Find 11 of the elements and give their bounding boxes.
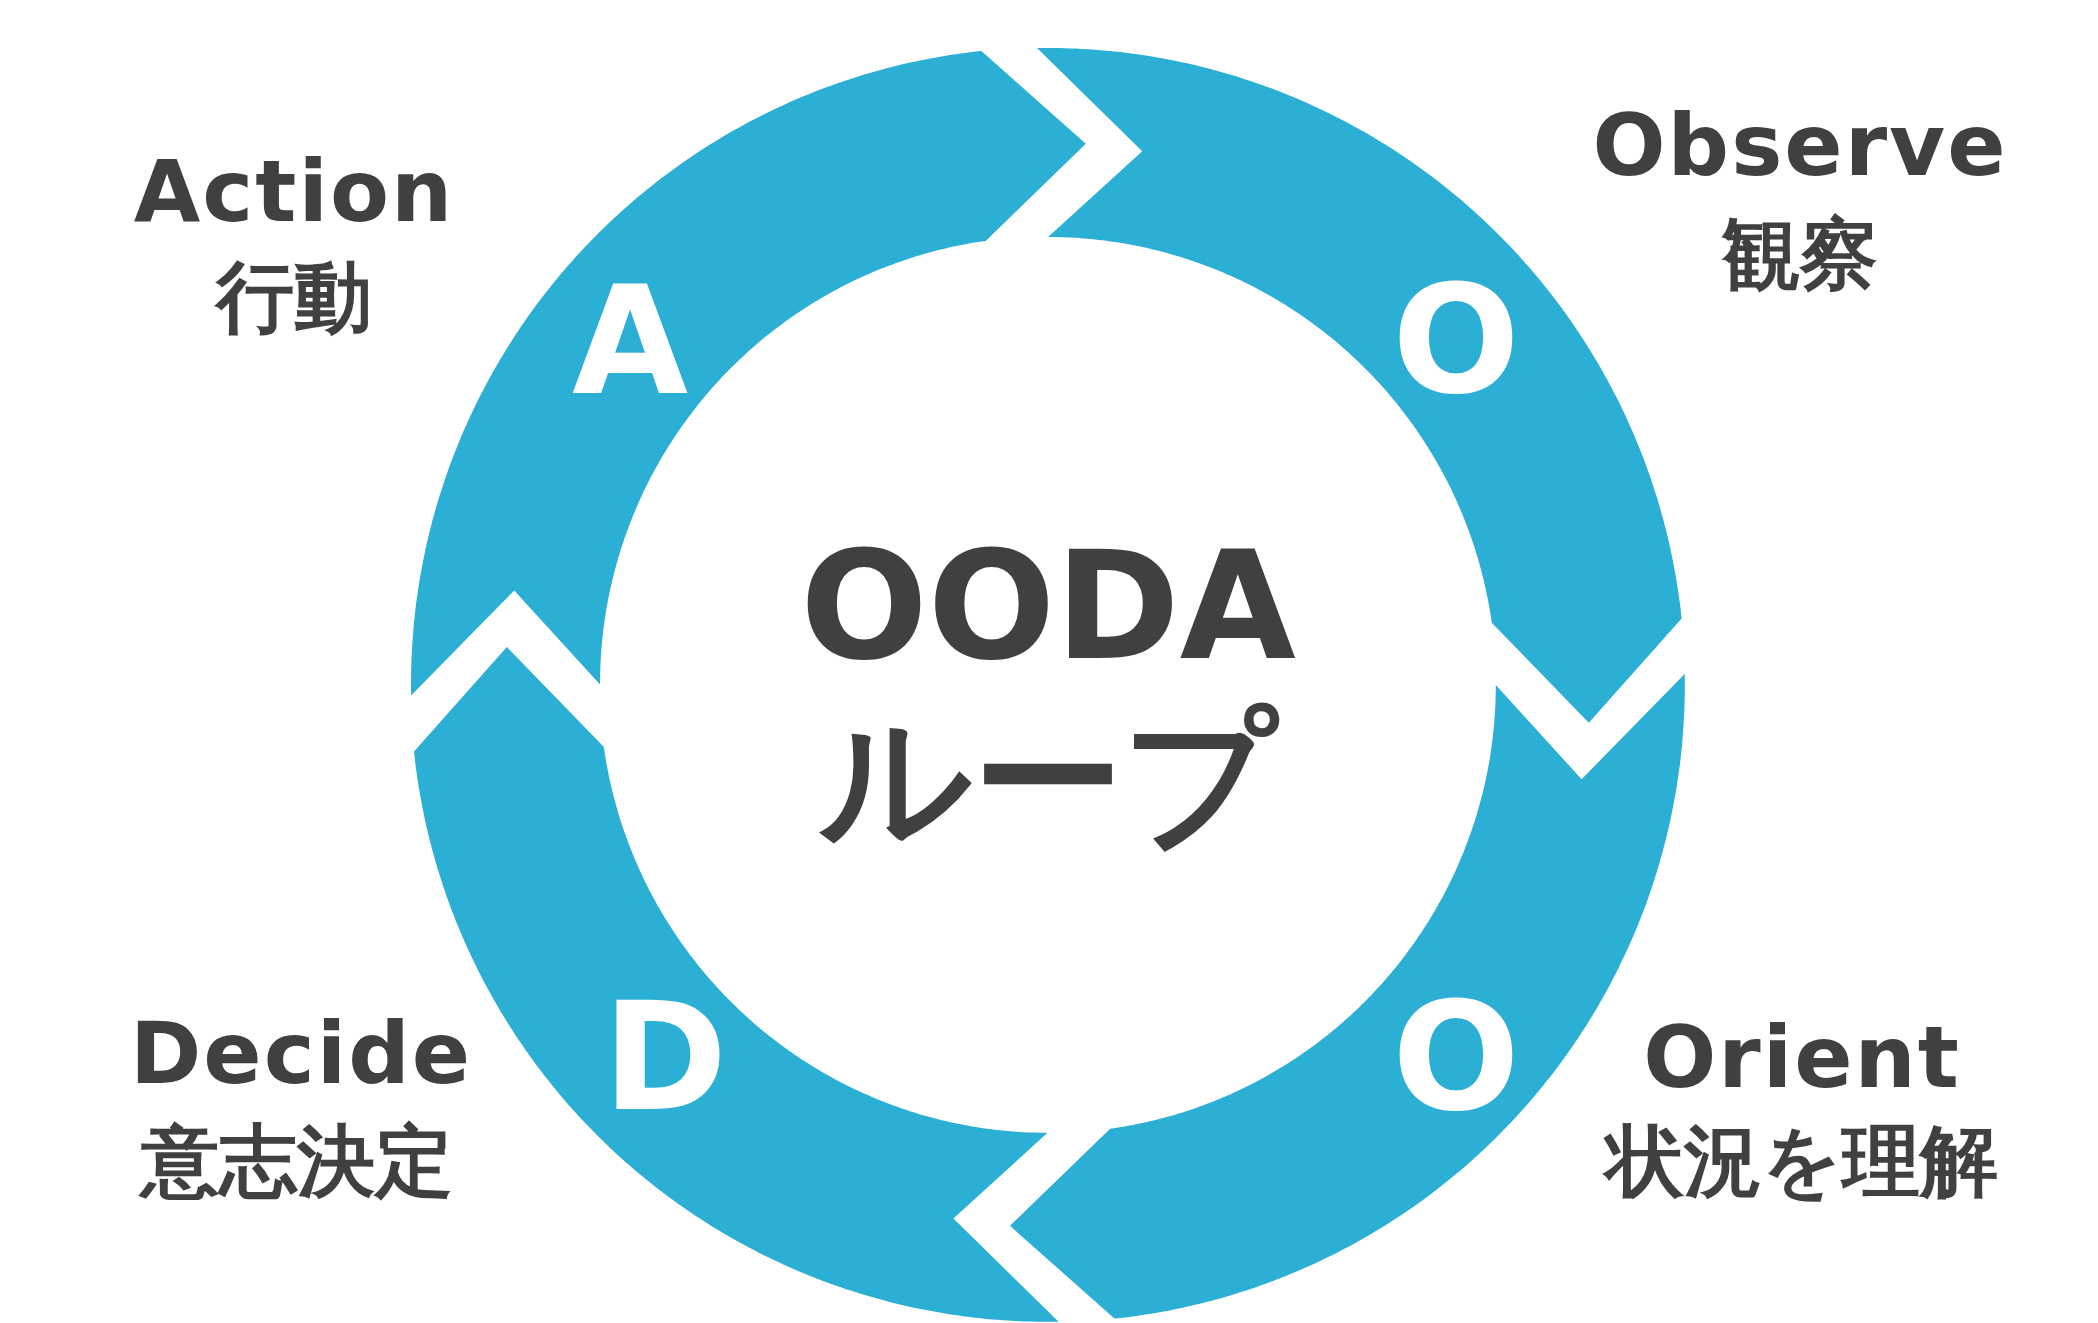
segment-letter: O <box>1392 982 1520 1132</box>
center-title: OODA ループ <box>799 520 1297 865</box>
stage-name: Orient <box>1643 1014 1961 1100</box>
stage-name: Decide <box>129 1010 473 1096</box>
stage-name: Action <box>133 148 455 234</box>
stage-description: 観察 <box>1722 215 1878 293</box>
stage-description: 行動 <box>216 258 372 336</box>
segment-letter: A <box>571 266 689 416</box>
segment-letter: O <box>1392 265 1520 415</box>
stage-name: Observe <box>1592 102 2008 188</box>
segment-letter: D <box>602 982 728 1132</box>
